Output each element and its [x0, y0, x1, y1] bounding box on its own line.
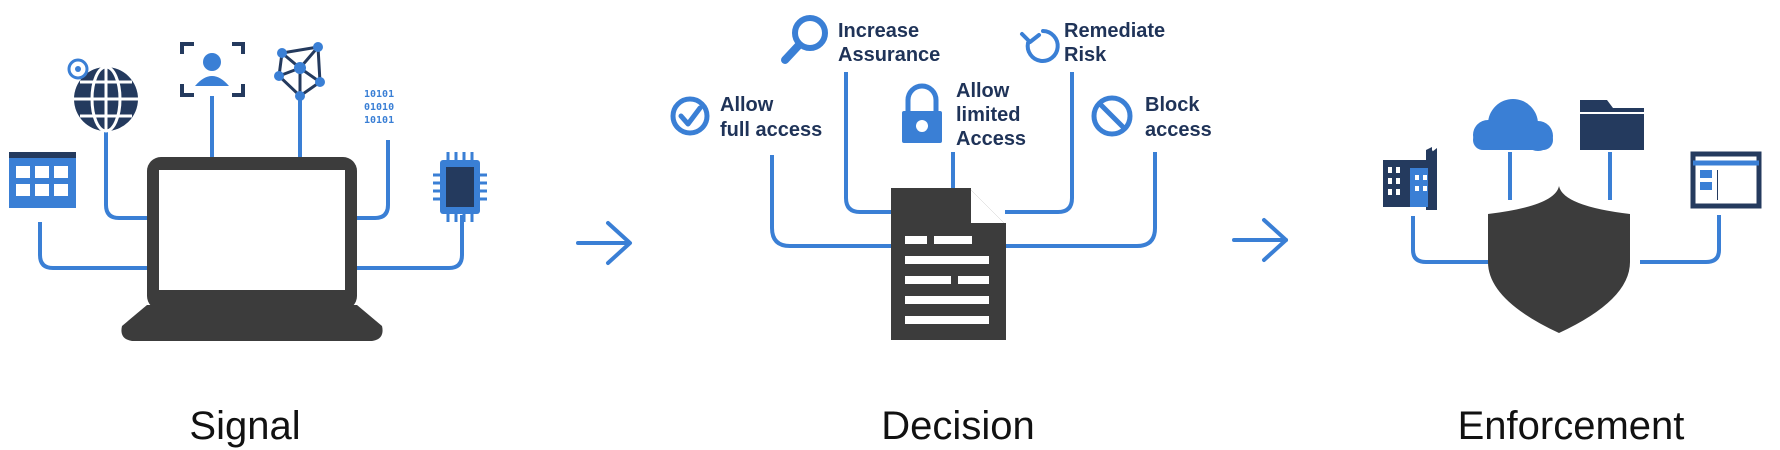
binary-data-icon: 10101 01010 10101: [364, 89, 394, 126]
option-label: Access: [956, 128, 1026, 150]
option-allow-full-access: Allow full access: [670, 94, 822, 141]
option-block-access: Block access: [1091, 94, 1212, 141]
folder-icon: [1580, 100, 1644, 150]
app-window-icon: [1690, 151, 1762, 209]
option-label: Allow: [720, 94, 774, 116]
refresh-icon: [1020, 29, 1060, 63]
option-label: Assurance: [838, 44, 940, 66]
binary-line: 01010: [364, 102, 394, 113]
option-label: Block: [1145, 94, 1200, 116]
option-label: limited: [956, 104, 1020, 126]
padlock-icon: [902, 83, 942, 143]
signal-section: 10101 01010 10101 Signal: [9, 42, 487, 448]
cloud-icon: [1473, 99, 1553, 151]
decision-connectors: [770, 72, 1157, 248]
decision-section: Allow full access Increase Assurance All…: [670, 15, 1212, 448]
magnifier-icon: [781, 15, 828, 64]
building-icon: [1383, 147, 1437, 210]
enforcement-connectors: [1411, 152, 1721, 264]
enforcement-section: Enforcement: [1383, 99, 1762, 448]
arrow-right-icon: [576, 221, 632, 265]
globe-icon: [67, 58, 138, 133]
network-icon: [274, 42, 325, 101]
option-allow-limited-access: Allow limited Access: [902, 80, 1026, 150]
option-remediate-risk: Remediate Risk: [1020, 20, 1165, 66]
option-label: Increase: [838, 20, 919, 42]
option-label: Allow: [956, 80, 1010, 102]
section-title-enforcement: Enforcement: [1458, 404, 1685, 448]
block-circle-icon: [1091, 95, 1133, 137]
binary-line: 10101: [364, 115, 394, 126]
calendar-grid-icon: [9, 152, 76, 208]
option-increase-assurance: Increase Assurance: [781, 15, 940, 66]
user-frame-icon: [180, 42, 245, 97]
signal-connectors: [38, 96, 464, 270]
binary-line: 10101: [364, 89, 394, 100]
laptop-icon: [121, 157, 383, 341]
document-icon: [891, 188, 1006, 340]
option-label: full access: [720, 119, 822, 141]
section-title-decision: Decision: [881, 404, 1034, 448]
option-label: Remediate: [1064, 20, 1165, 42]
option-label: Risk: [1064, 44, 1107, 66]
chip-icon: [433, 152, 487, 222]
shield-icon: [1488, 186, 1630, 333]
checkmark-circle-icon: [670, 96, 710, 136]
option-label: access: [1145, 119, 1212, 141]
arrow-right-icon: [1232, 218, 1288, 262]
section-title-signal: Signal: [189, 404, 300, 448]
